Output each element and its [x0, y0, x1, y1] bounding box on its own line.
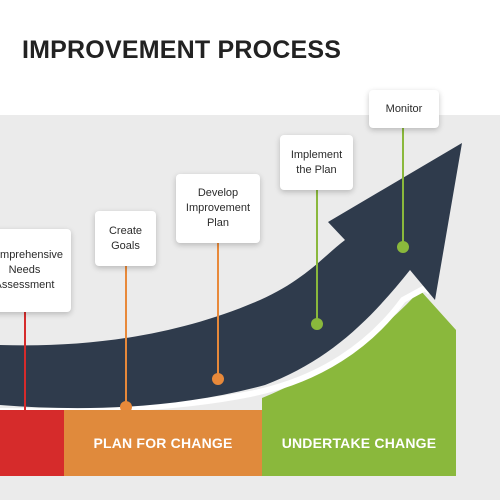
step-dot-5 — [397, 241, 409, 253]
step-card-monitor: Monitor — [369, 90, 439, 128]
step-card-implement-plan: Implement the Plan — [280, 135, 353, 190]
phase-band-undertake-change: UNDERTAKE CHANGE — [262, 410, 456, 476]
step-label: Comprehensive Needs Assessment — [0, 249, 64, 291]
page-title: IMPROVEMENT PROCESS — [22, 36, 342, 64]
step-dot-4 — [311, 318, 323, 330]
growth-arrow — [0, 143, 462, 409]
step-card-develop-plan: Develop Improvement Plan — [176, 174, 260, 243]
undertake-change-area — [262, 290, 456, 410]
phase-label: PLAN FOR CHANGE — [93, 435, 233, 451]
step-card-create-goals: Create Goals — [95, 211, 156, 266]
step-dot-3 — [212, 373, 224, 385]
step-label: Implement the Plan — [290, 148, 343, 176]
step-label: Create Goals — [108, 224, 143, 252]
step-card-needs-assessment: Comprehensive Needs Assessment — [0, 229, 71, 312]
step-label: Monitor — [385, 102, 423, 115]
phase-band-plan-for-change: PLAN FOR CHANGE — [64, 410, 262, 476]
phase-label: UNDERTAKE CHANGE — [281, 435, 437, 451]
step-label: Develop Improvement Plan — [185, 187, 251, 229]
phase-band-assess — [0, 410, 64, 476]
